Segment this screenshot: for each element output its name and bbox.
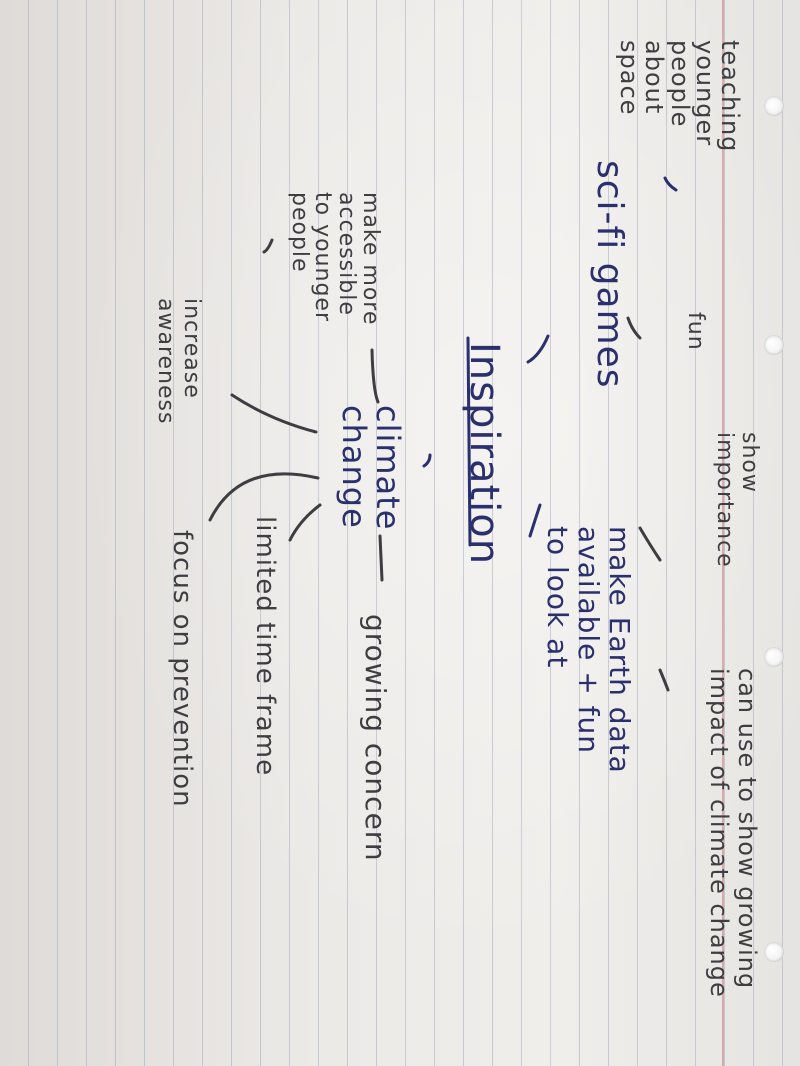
- connector-stroke: [370, 348, 380, 404]
- branch-focus-prevention: focus on prevention: [167, 530, 197, 808]
- branch-growing-concern: growing concern: [359, 614, 392, 862]
- underline-stroke: [466, 336, 472, 547]
- connector-stroke: [262, 238, 274, 254]
- branch-increase-awareness: increase awareness: [152, 298, 204, 425]
- branch-show-importance: show importance: [711, 432, 762, 568]
- branch-climate-change: climate change: [335, 405, 407, 531]
- branch-make-accessible: make more accessible to younger people: [286, 192, 383, 326]
- punch-hole: [764, 942, 784, 962]
- punch-hole: [764, 96, 784, 116]
- branch-sci-fi-games: sci-fi games: [589, 160, 630, 389]
- branch-show-impact: can use to show growing impact of climat…: [705, 668, 761, 998]
- connector-stroke: [422, 453, 432, 468]
- punch-hole: [764, 335, 784, 355]
- branch-make-earth-data: make Earth data available + fun to look …: [541, 526, 636, 774]
- connector-stroke: [208, 472, 320, 522]
- connector-stroke: [230, 393, 318, 434]
- central-topic: Inspiration: [461, 342, 507, 566]
- branch-fun: fun: [683, 312, 708, 351]
- connector-stroke: [378, 534, 384, 582]
- connector-stroke: [288, 503, 322, 542]
- punch-hole: [764, 647, 784, 667]
- connector-stroke: [626, 316, 642, 340]
- branch-limited-time: limited time frame: [250, 516, 280, 777]
- branch-teaching: teaching younger people about space: [615, 40, 744, 153]
- connector-stroke: [658, 668, 670, 692]
- connector-stroke: [528, 503, 542, 538]
- connector-stroke: [638, 526, 662, 562]
- connector-stroke: [663, 176, 678, 192]
- margin-line: [722, 0, 724, 1066]
- connector-stroke: [526, 334, 550, 364]
